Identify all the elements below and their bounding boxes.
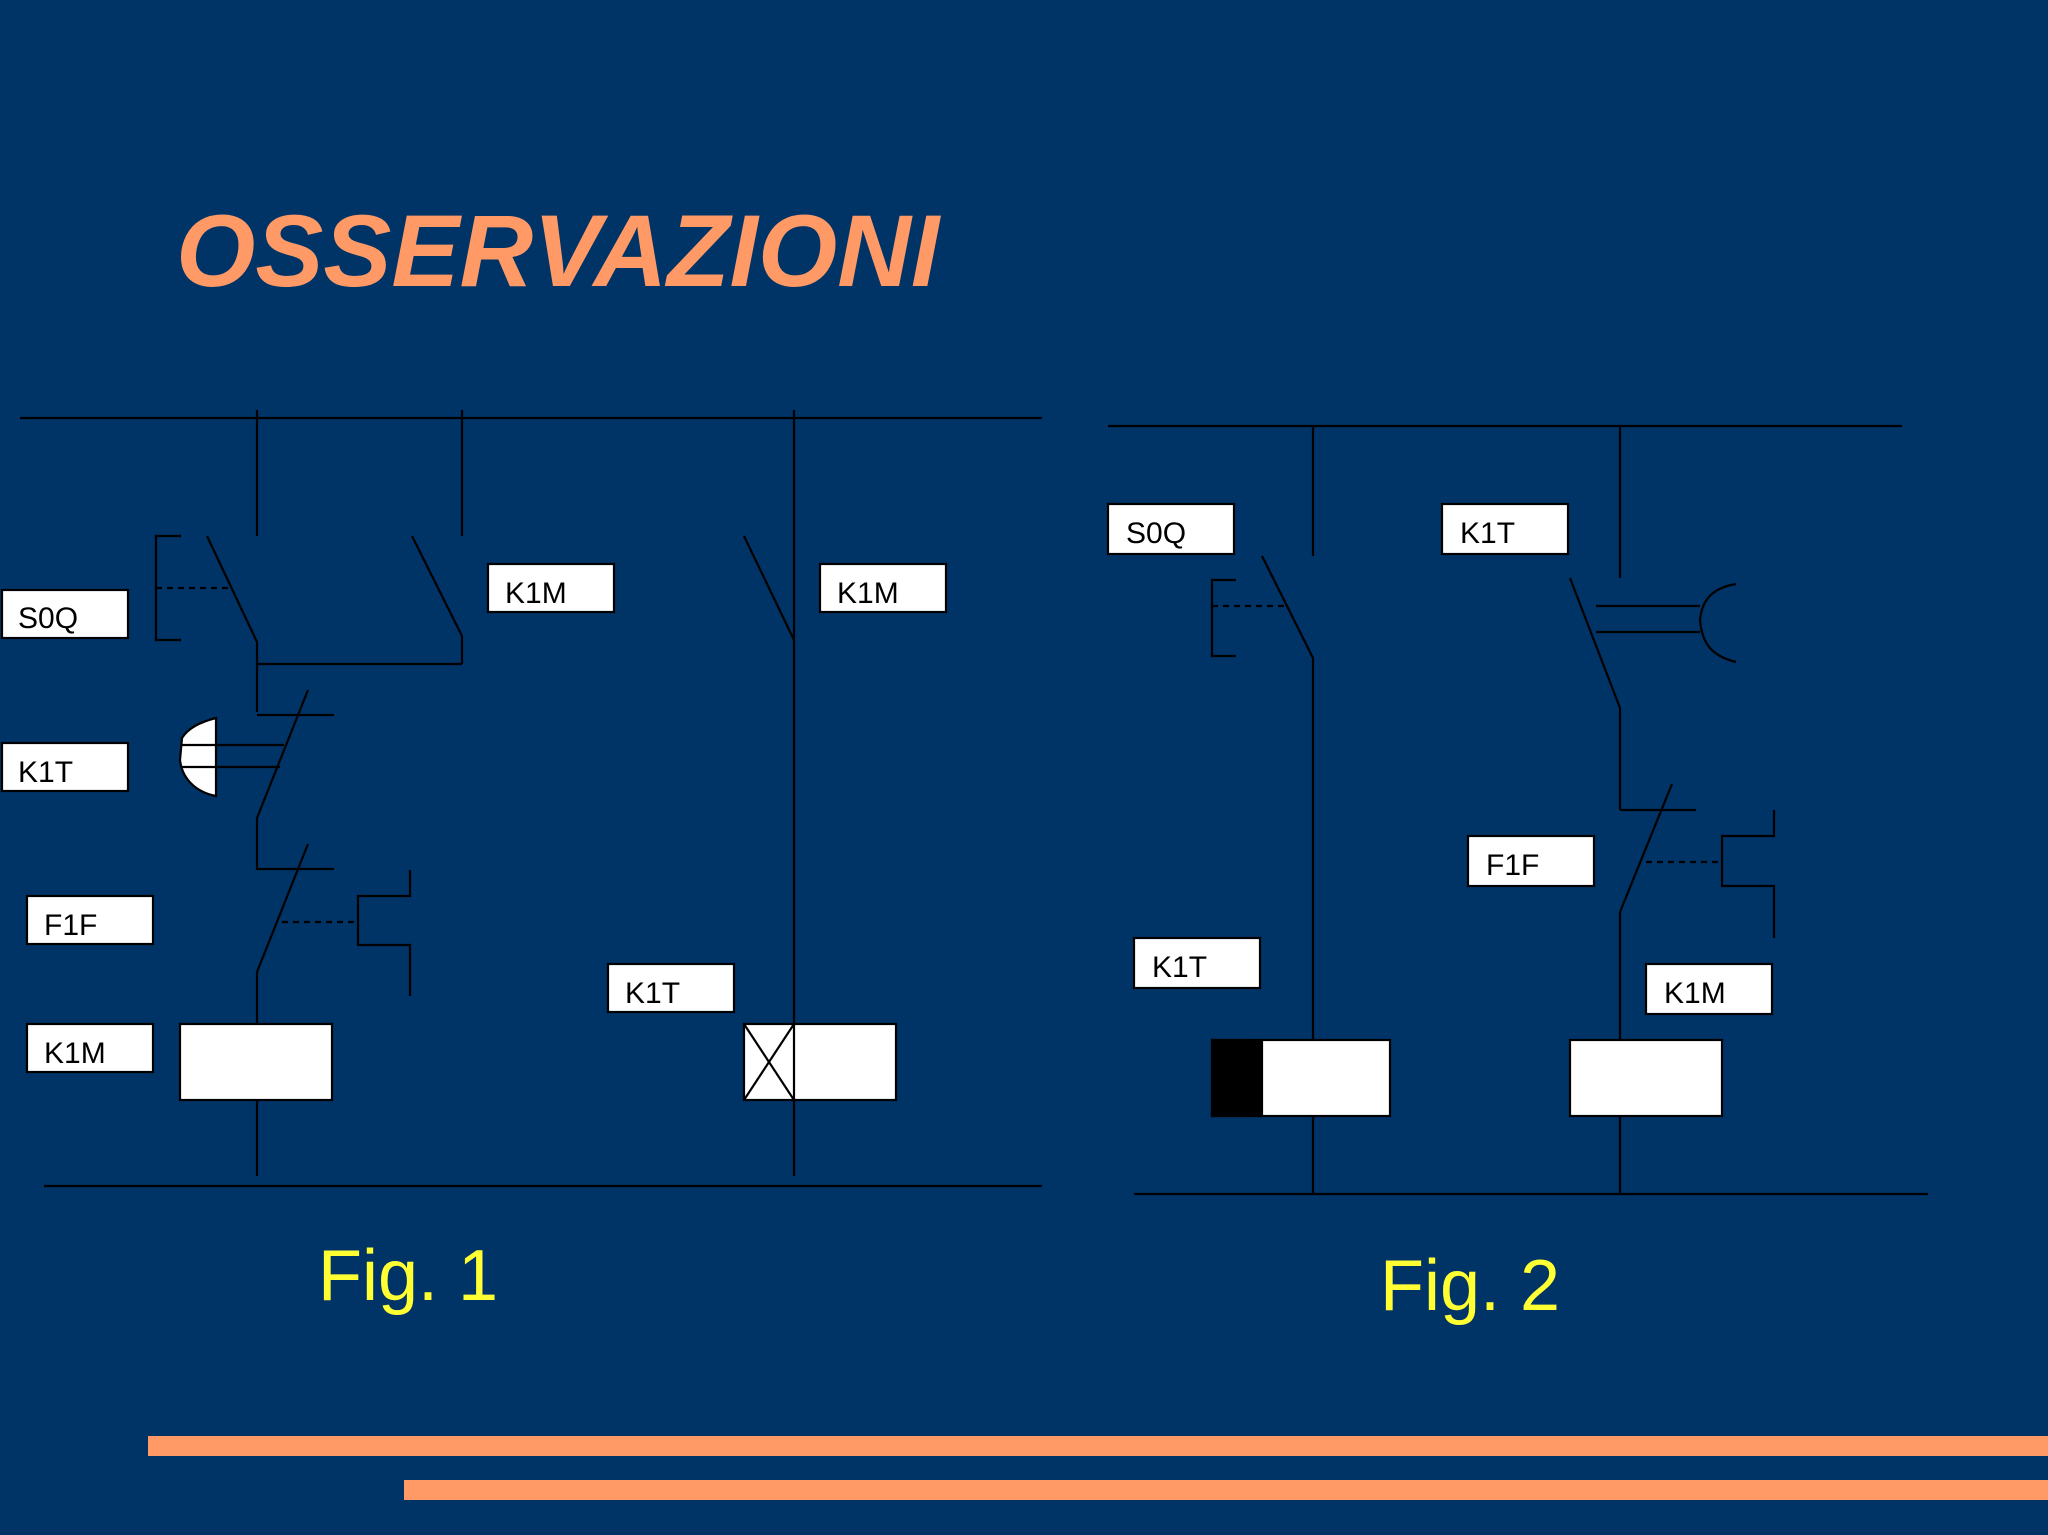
fig2-k1t-contact [1568,577,1622,709]
fig1-k1t-timer-symbol [178,716,218,798]
fig1-label-k1t-contact: K1T [18,756,73,789]
fig2-s0q-contact [1261,555,1314,659]
fig1-label-k1m-contact-a: K1M [505,577,567,610]
fig1-label-s0q: S0Q [18,602,78,635]
fig2-k1t-timer-symbol [1698,582,1737,664]
accent-bar-top [148,1436,2048,1456]
fig2-label-k1m-coil: K1M [1664,977,1726,1010]
fig2-k1m-coil [1568,1038,1724,1118]
fig2-label-k1t-coil: K1T [1152,951,1207,984]
fig2-label-f1f: F1F [1486,849,1539,882]
fig1-circuit [0,410,1042,1188]
fig1-label-k1t-coil: K1T [625,977,680,1010]
fig2-label-s0q: S0Q [1126,517,1186,550]
fig2-f1f-contact [1618,783,1674,913]
fig1-label-k1m-contact-b: K1M [837,577,899,610]
fig1-label-k1m-coil: K1M [44,1037,106,1070]
fig1-f1f-contact [255,843,310,973]
fig2-s0q-actuator [1210,578,1236,658]
fig1-k1t-coil [742,1022,898,1102]
fig2-circuit [1106,424,1928,1196]
fig1-k1m-hold-contact [411,535,463,637]
fig1-k1m-contact-b [743,535,795,641]
fig2-labels: S0Q K1T F1F K1T K1M [1126,517,1726,1010]
fig2-f1f-thermal-actuator [1720,810,1776,938]
fig1-f1f-thermal-actuator [356,870,412,996]
slide-title: OSSERVAZIONI [176,194,940,308]
fig1-caption: Fig. 1 [318,1236,499,1316]
fig1-k1m-coil [178,1022,334,1102]
fig1-label-f1f: F1F [44,909,97,942]
fig1-s0q-contact [206,535,258,643]
fig2-label-k1t-contact: K1T [1460,517,1515,550]
fig2-k1t-coil-delay-mark [1210,1038,1264,1118]
fig1-labels: S0Q K1T F1F K1M K1M K1M K1T [18,577,899,1070]
fig2-caption: Fig. 2 [1380,1246,1561,1326]
accent-bar-bottom [404,1480,2048,1500]
fig1-k1t-contact [255,689,310,819]
